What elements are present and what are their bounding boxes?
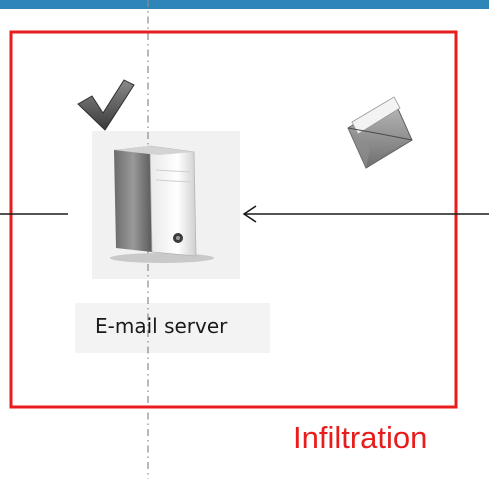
server-label: E-mail server xyxy=(95,314,228,338)
server-tower-icon xyxy=(110,145,214,263)
slide-header-bar xyxy=(0,0,489,9)
checkmark-icon xyxy=(77,79,135,131)
incoming-arrow xyxy=(242,205,489,223)
server-label-box xyxy=(75,303,270,353)
envelope-icon xyxy=(347,96,413,169)
infiltration-zone-border xyxy=(9,30,458,409)
infiltration-label: Infiltration xyxy=(293,420,428,455)
